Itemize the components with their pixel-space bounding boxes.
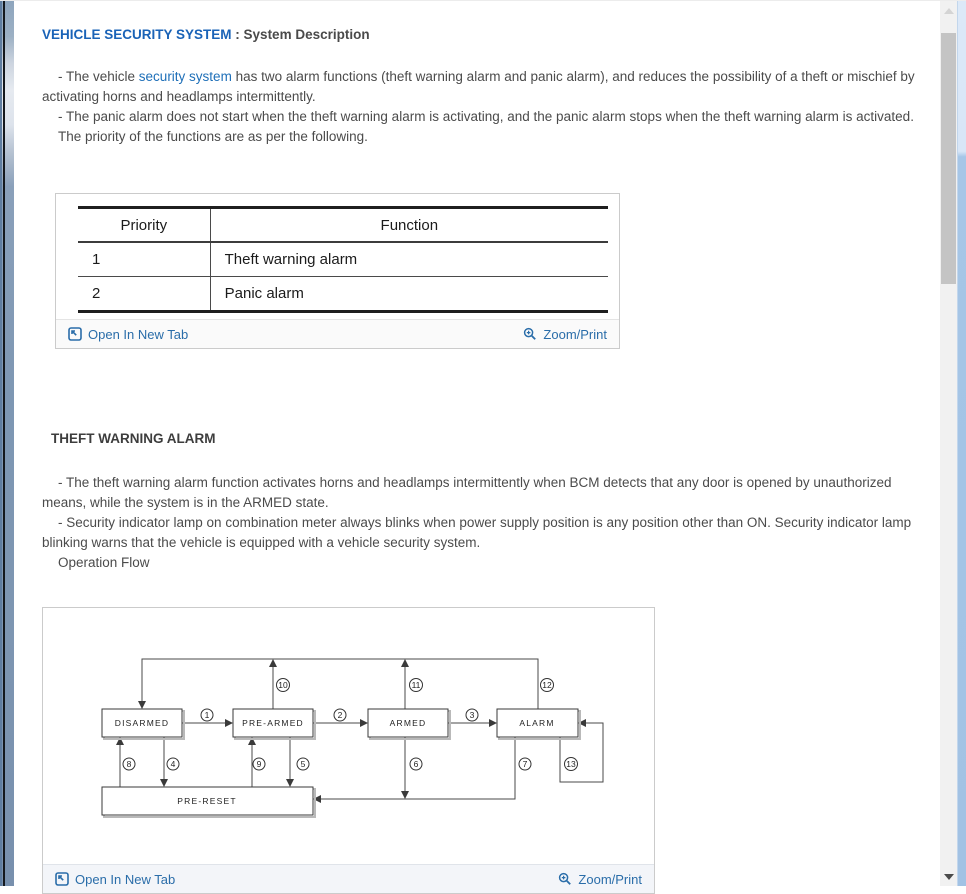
svg-text:9: 9 — [257, 759, 262, 769]
vehicle-security-system-link[interactable]: VEHICLE SECURITY SYSTEM — [42, 27, 232, 42]
document-pane: VEHICLE SECURITY SYSTEM : System Descrip… — [14, 1, 937, 894]
open-in-new-tab-label: Open In New Tab — [75, 871, 176, 887]
zoom-print-label: Zoom/Print — [543, 326, 607, 342]
svg-text:4: 4 — [171, 759, 176, 769]
security-system-link[interactable]: security system — [138, 69, 232, 84]
zoom-magnifier-icon — [523, 327, 537, 341]
figure-action-bar: Open In New Tab Zoom/Print — [56, 319, 619, 348]
theft-paragraphs: - The theft warning alarm function activ… — [42, 473, 929, 573]
theft-paragraph-2: - Security indicator lamp on combination… — [42, 515, 912, 550]
window-right-edge — [957, 1, 966, 886]
step-10-badge: 10 — [276, 678, 290, 692]
step-4-badge: 4 — [166, 757, 180, 771]
vertical-scrollbar[interactable] — [940, 1, 957, 886]
intro-p1-text: - The vehicle — [58, 69, 139, 84]
intro-paragraph-2: - The panic alarm does not start when th… — [58, 109, 914, 124]
operation-flow-diagram: DISARMED PRE-ARMED ARMED ALARM PRE-RESET… — [43, 608, 654, 864]
theft-paragraph-1: - The theft warning alarm function activ… — [42, 475, 892, 510]
state-disarmed-label: DISARMED — [115, 718, 169, 728]
state-armed-label: ARMED — [390, 718, 427, 728]
priority-cell: 2 — [78, 276, 211, 312]
left-edge-divider — [3, 1, 5, 886]
function-column-header: Function — [210, 207, 608, 243]
open-in-new-tab-button[interactable]: Open In New Tab — [68, 327, 188, 342]
svg-text:5: 5 — [301, 759, 306, 769]
step-7-badge: 7 — [518, 757, 532, 771]
table-header-row: Priority Function — [78, 207, 608, 243]
table-row: 1 Theft warning alarm — [78, 242, 608, 277]
state-alarm-label: ALARM — [519, 718, 554, 728]
svg-text:11: 11 — [412, 680, 421, 690]
state-pre-reset-label: PRE-RESET — [177, 796, 236, 806]
open-in-new-tab-label: Open In New Tab — [88, 326, 189, 342]
svg-text:3: 3 — [470, 710, 475, 720]
theft-paragraph-3: Operation Flow — [58, 555, 150, 570]
state-pre-armed-label: PRE-ARMED — [242, 718, 304, 728]
priority-table-wrapper: Priority Function 1 Theft warning alarm … — [56, 194, 619, 319]
function-cell: Theft warning alarm — [210, 242, 608, 277]
scrollbar-thumb[interactable] — [941, 33, 956, 284]
step-5-badge: 5 — [296, 757, 310, 771]
page-title: VEHICLE SECURITY SYSTEM : System Descrip… — [42, 27, 929, 43]
step-1-badge: 1 — [200, 708, 214, 722]
step-12-badge: 12 — [540, 678, 554, 692]
step-6-badge: 6 — [409, 757, 423, 771]
table-row: 2 Panic alarm — [78, 276, 608, 312]
svg-text:10: 10 — [278, 680, 288, 690]
left-edge-highlight — [0, 1, 2, 886]
zoom-magnifier-icon — [558, 872, 572, 886]
svg-text:8: 8 — [127, 759, 132, 769]
priority-column-header: Priority — [78, 207, 211, 243]
theft-warning-alarm-heading: THEFT WARNING ALARM — [51, 431, 216, 446]
scroll-up-icon[interactable] — [944, 8, 954, 14]
svg-text:1: 1 — [205, 710, 210, 720]
step-13-badge: 13 — [564, 757, 578, 771]
priority-cell: 1 — [78, 242, 211, 277]
intro-paragraph-3: The priority of the functions are as per… — [58, 129, 368, 144]
intro-paragraphs: - The vehicle security system has two al… — [42, 67, 929, 147]
scroll-down-icon[interactable] — [944, 874, 954, 880]
priority-table: Priority Function 1 Theft warning alarm … — [78, 206, 608, 313]
svg-text:12: 12 — [542, 680, 552, 690]
operation-flow-figure: DISARMED PRE-ARMED ARMED ALARM PRE-RESET… — [42, 607, 655, 894]
step-9-badge: 9 — [252, 757, 266, 771]
zoom-print-label: Zoom/Print — [578, 871, 642, 887]
function-cell: Panic alarm — [224, 285, 304, 302]
intro-paragraph-1: - The vehicle security system has two al… — [42, 67, 929, 107]
svg-text:13: 13 — [566, 759, 576, 769]
priority-table-figure: Priority Function 1 Theft warning alarm … — [55, 193, 620, 349]
step-2-badge: 2 — [333, 708, 347, 722]
figure-action-bar: Open In New Tab Zoom/Print — [43, 864, 654, 893]
step-8-badge: 8 — [122, 757, 136, 771]
page-title-suffix: : System Description — [231, 27, 370, 42]
intro-p1-text-after: has two alarm functions (theft warning a… — [42, 69, 915, 104]
svg-text:2: 2 — [338, 710, 343, 720]
svg-text:6: 6 — [414, 759, 419, 769]
open-in-new-tab-button[interactable]: Open In New Tab — [55, 872, 175, 887]
svg-text:7: 7 — [523, 759, 528, 769]
open-in-new-tab-icon — [68, 327, 82, 341]
zoom-print-button[interactable]: Zoom/Print — [558, 872, 642, 887]
open-in-new-tab-icon — [55, 872, 69, 886]
step-11-badge: 11 — [409, 678, 423, 692]
left-window-edge — [0, 1, 14, 886]
zoom-print-button[interactable]: Zoom/Print — [523, 327, 607, 342]
step-3-badge: 3 — [465, 708, 479, 722]
